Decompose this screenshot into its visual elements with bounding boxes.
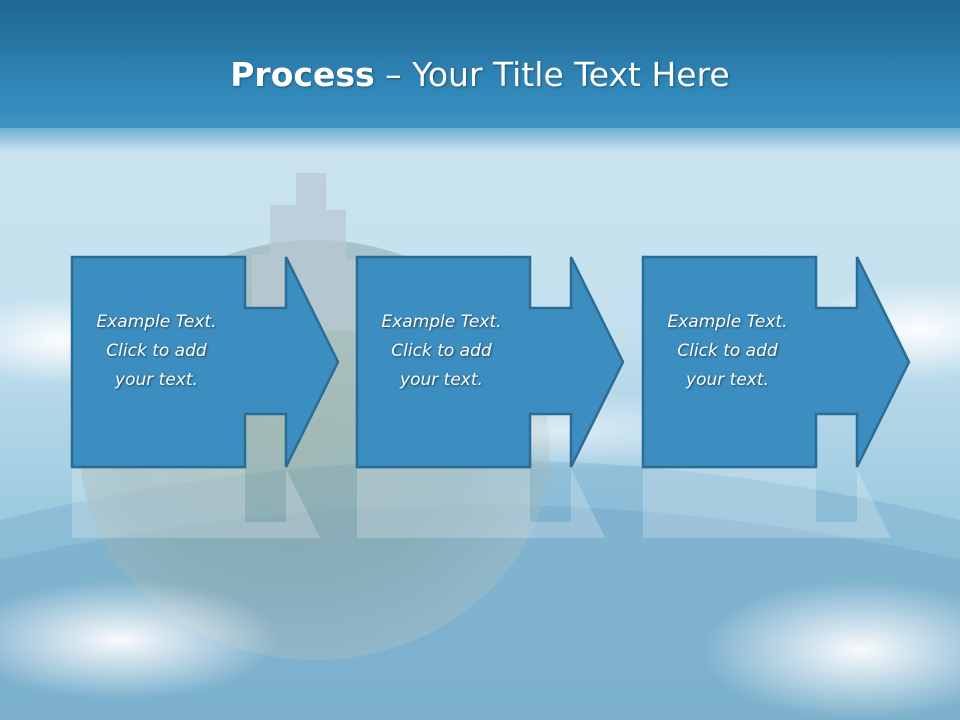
step-text-line: Example Text. [96,312,217,332]
step-reflection [642,468,912,538]
process-step-3[interactable]: Example Text. Click to add your text. [641,255,912,469]
process-step-2[interactable]: Example Text. Click to add your text. [355,255,626,469]
step-text-line: your text. [686,370,769,390]
step-text-line: your text. [400,370,483,390]
step-reflection [71,468,341,538]
step-arrow-shape [641,255,911,469]
slide-title-rest: – Your Title Text Here [374,55,730,94]
step-text-line: Click to add [106,341,207,361]
slide-title[interactable]: Process – Your Title Text Here [0,52,960,98]
title-bar-fade [0,118,960,152]
step-arrow-shape [70,255,340,469]
slide-title-bold: Process [230,55,375,94]
step-text-line: Example Text. [667,312,788,332]
step-text-line: Click to add [677,341,778,361]
step-text-line: Click to add [391,341,492,361]
step-text[interactable]: Example Text. Click to add your text. [650,308,805,395]
title-bar [0,0,960,128]
process-step-1[interactable]: Example Text. Click to add your text. [70,255,341,469]
step-arrow-shape [355,255,625,469]
step-text-line: your text. [115,370,198,390]
step-text[interactable]: Example Text. Click to add your text. [364,308,519,395]
step-text-line: Example Text. [381,312,502,332]
step-reflection [356,468,626,538]
step-text[interactable]: Example Text. Click to add your text. [79,308,234,395]
